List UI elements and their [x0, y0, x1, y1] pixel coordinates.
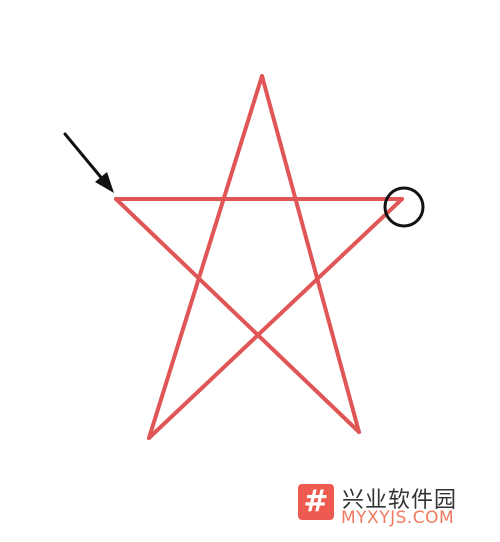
circle-marker-icon [383, 186, 425, 228]
watermark-logo-char: # [303, 484, 329, 519]
five-pointed-star [114, 74, 404, 440]
star-stroke-bottom-right-to-left [114, 197, 361, 434]
watermark-logo: # [298, 484, 334, 520]
star-stroke-right-to-bottom-left [147, 197, 404, 440]
star-stroke-top-to-bottom-right [260, 74, 361, 434]
star-stroke-bottom-left-to-top [147, 74, 264, 440]
arrow-icon [63, 132, 114, 193]
watermark-site-url: MYXYJS.COM [341, 508, 455, 528]
watermark-site-name: 兴业软件园 [342, 488, 458, 513]
